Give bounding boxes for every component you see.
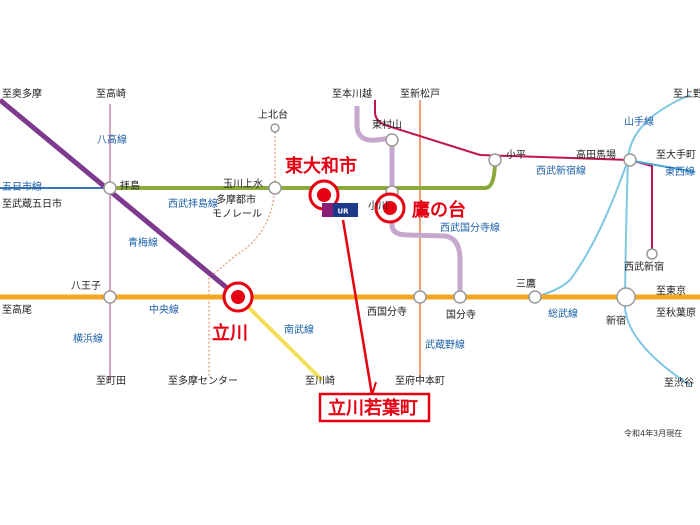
label-chuosen: 中央線	[149, 303, 179, 316]
label-shinjuku: 新宿	[606, 314, 626, 327]
label-seibukokubunjisen: 西武国分寺線	[440, 221, 500, 234]
label-seibuhaijimasen: 西武拝島線	[168, 197, 218, 210]
label-okutama: 至奥多摩	[2, 87, 42, 100]
nanbu-line	[236, 295, 324, 382]
label-musashinosen: 武蔵野線	[425, 338, 465, 351]
label-takao: 至高尾	[2, 303, 32, 316]
label-tokyo: 至東京	[656, 284, 686, 297]
label-machida: 至町田	[96, 375, 126, 387]
label-omesen: 青梅線	[128, 236, 158, 249]
station-tamagawajosui	[268, 181, 282, 195]
label-takadanobaba: 高田馬場	[576, 148, 616, 161]
station-nishikokubunji	[413, 290, 427, 304]
label-higashimurayama: 東村山	[372, 118, 402, 131]
station-seibushinjuku	[646, 248, 658, 260]
station-kamikitadai	[270, 123, 280, 133]
label-tamacenter: 至多摩センター	[168, 374, 238, 387]
label-fuchuhonmachi: 至府中本町	[395, 374, 445, 387]
label-kawasaki: 至川崎	[305, 374, 335, 387]
wakabacho-pointer	[318, 219, 431, 423]
label-yamanotesen: 山手線	[624, 115, 654, 128]
label-ogawa: 小川	[368, 200, 388, 212]
tozai-line	[627, 159, 696, 173]
label-nishikokubunji: 西国分寺	[367, 306, 407, 318]
label-hachikosen: 八高線	[97, 133, 127, 146]
label-mitaka: 三鷹	[516, 277, 536, 290]
station-takadanobaba	[623, 153, 637, 167]
station-kodaira	[488, 153, 502, 167]
label-monorail-2: モノレール	[212, 209, 262, 220]
ur-logo: UR	[322, 203, 358, 217]
station-higashimurayama	[385, 133, 399, 147]
label-tachikawawakabacho: 立川若葉町	[328, 397, 418, 419]
station-mitaka	[528, 290, 542, 304]
label-tamagawajosui: 玉川上水	[223, 178, 263, 190]
label-takanodai: 鷹の台	[412, 199, 466, 221]
label-kawagoe: 至本川越	[332, 87, 372, 100]
seibu-kokubunji-line	[354, 106, 463, 297]
label-seibushinjuku: 西武新宿	[624, 260, 664, 273]
label-shinmatsudo: 至新松戸	[400, 87, 440, 100]
label-date-note: 令和4年3月現在	[624, 428, 682, 438]
label-ueno: 至上野	[673, 88, 700, 100]
ome-line	[0, 98, 240, 299]
label-hachioji: 八王子	[71, 280, 101, 292]
label-monorail-1: 多摩都市	[216, 193, 256, 206]
label-itsukaichisen: 五日市線	[2, 180, 42, 193]
ur-logo-text: UR	[337, 208, 349, 216]
station-haijima	[103, 181, 117, 195]
label-seibushinjukusen: 西武新宿線	[536, 164, 586, 177]
label-kodaira: 小平	[506, 149, 526, 161]
label-musashiitsukaichi: 至武蔵五日市	[2, 197, 62, 210]
station-kokubunji	[453, 290, 467, 304]
label-shibuya: 至渋谷	[664, 376, 694, 389]
label-haijima: 拝島	[120, 179, 140, 192]
label-akihabara: 至秋葉原	[656, 306, 696, 319]
label-kamikitadai: 上北台	[258, 108, 288, 121]
seibu-shinjuku-line	[374, 100, 653, 250]
label-nanbusen: 南武線	[284, 323, 314, 336]
sobu-line	[534, 159, 629, 298]
label-higashiyamatoshi: 東大和市	[285, 155, 357, 177]
label-yokohamasen: 横浜線	[73, 332, 103, 345]
label-otemachi: 至大手町	[656, 148, 696, 161]
label-tozaisen: 東西線	[665, 165, 695, 178]
yamanote-line	[623, 94, 691, 386]
label-sobusen: 総武線	[548, 307, 578, 320]
label-tachikawa: 立川	[212, 322, 248, 344]
station-hachioji	[103, 290, 117, 304]
label-kokubunji: 国分寺	[446, 309, 476, 321]
station-shinjuku	[616, 287, 636, 307]
label-takasaki: 至高崎	[96, 87, 126, 100]
